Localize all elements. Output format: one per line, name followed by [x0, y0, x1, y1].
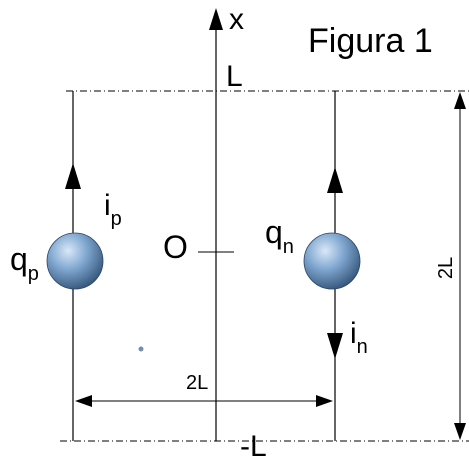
charge-p-label: qp: [10, 241, 39, 285]
current-n-symbol: i: [350, 317, 357, 350]
horizontal-dimension-left-arrowhead: [75, 395, 92, 407]
charge-n-sphere: [303, 232, 361, 290]
current-n-lower-arrow: [327, 333, 343, 359]
current-p-subscript: p: [111, 208, 122, 230]
current-n-label: in: [350, 317, 368, 358]
charge-p-sphere: [46, 232, 104, 290]
current-n-subscript: n: [357, 336, 368, 358]
current-p-symbol: i: [104, 189, 111, 222]
vertical-dimension-label: 2L: [435, 257, 457, 279]
vertical-dimension-top-arrowhead: [454, 92, 466, 109]
axis-top-label: L: [226, 60, 243, 93]
vertical-dimension-bottom-arrowhead: [454, 423, 466, 440]
current-p-label: ip: [104, 189, 122, 230]
horizontal-dimension-right-arrowhead: [316, 395, 333, 407]
horizontal-dimension-label: 2L: [186, 372, 208, 394]
figure-title: Figura 1: [308, 22, 433, 60]
axis-bottom-label: -L: [240, 430, 267, 456]
charge-n-symbol: q: [265, 214, 283, 250]
charge-n-subscript: n: [283, 236, 294, 258]
origin-label: O: [163, 229, 188, 265]
charge-p-subscript: p: [28, 263, 39, 285]
charge-p-symbol: q: [10, 241, 28, 277]
x-axis-arrowhead: [209, 8, 223, 30]
charge-n-label: qn: [265, 214, 294, 258]
x-axis-label: x: [229, 3, 244, 36]
current-n-upper-arrow: [327, 167, 343, 193]
stray-dot: [138, 346, 144, 352]
current-p-arrow: [65, 163, 81, 189]
